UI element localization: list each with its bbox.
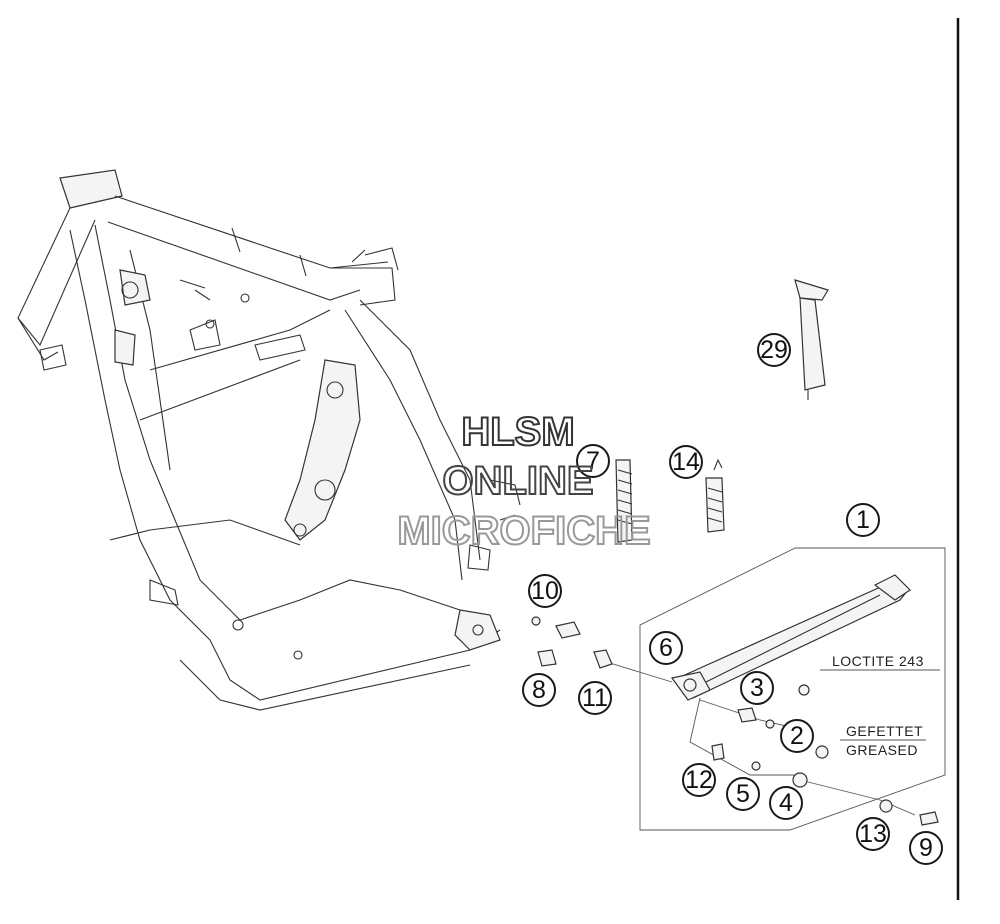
svg-text:14: 14	[672, 448, 700, 476]
note-loctite: LOCTITE 243	[832, 653, 924, 669]
svg-text:12: 12	[685, 766, 713, 794]
callout-1: 1	[846, 503, 880, 537]
svg-text:10: 10	[531, 577, 559, 605]
callout-7: 7	[576, 444, 610, 478]
callout-2: 2	[780, 719, 814, 753]
svg-text:2: 2	[790, 722, 804, 750]
frame-drawing	[17, 169, 521, 711]
callout-5: 5	[726, 777, 760, 811]
side-stand-assembly	[599, 547, 946, 831]
watermark-line2: ONLINE	[442, 459, 593, 503]
callout-10: 10	[528, 574, 562, 608]
callout-13: 13	[856, 817, 890, 851]
callout-11: 11	[578, 681, 612, 715]
callout-6: 6	[649, 631, 683, 665]
svg-text:13: 13	[859, 820, 887, 848]
callout-4: 4	[769, 786, 803, 820]
svg-text:8: 8	[532, 676, 546, 704]
svg-text:11: 11	[582, 684, 608, 712]
callout-29: 29	[757, 333, 791, 367]
callout-12: 12	[682, 763, 716, 797]
callout-14: 14	[669, 445, 703, 479]
watermark-line1: HLSM	[461, 410, 574, 454]
watermark-line3: MICROFICHE	[397, 509, 650, 553]
svg-text:5: 5	[736, 780, 750, 808]
note-greased-en: GREASED	[846, 742, 918, 758]
notes: LOCTITE 243 GEFETTET GREASED	[820, 653, 940, 758]
callout-9: 9	[909, 831, 943, 865]
callout-3: 3	[740, 671, 774, 705]
svg-text:1: 1	[856, 506, 870, 534]
note-greased-de: GEFETTET	[846, 723, 923, 739]
watermark: HLSM ONLINE MICROFICHE	[396, 409, 651, 554]
svg-text:7: 7	[586, 447, 600, 475]
svg-text:6: 6	[659, 634, 673, 662]
svg-text:4: 4	[779, 789, 793, 817]
svg-text:29: 29	[760, 336, 788, 364]
callout-8: 8	[522, 673, 556, 707]
svg-text:9: 9	[919, 834, 933, 862]
svg-text:3: 3	[750, 674, 764, 702]
small-parts	[531, 279, 829, 669]
